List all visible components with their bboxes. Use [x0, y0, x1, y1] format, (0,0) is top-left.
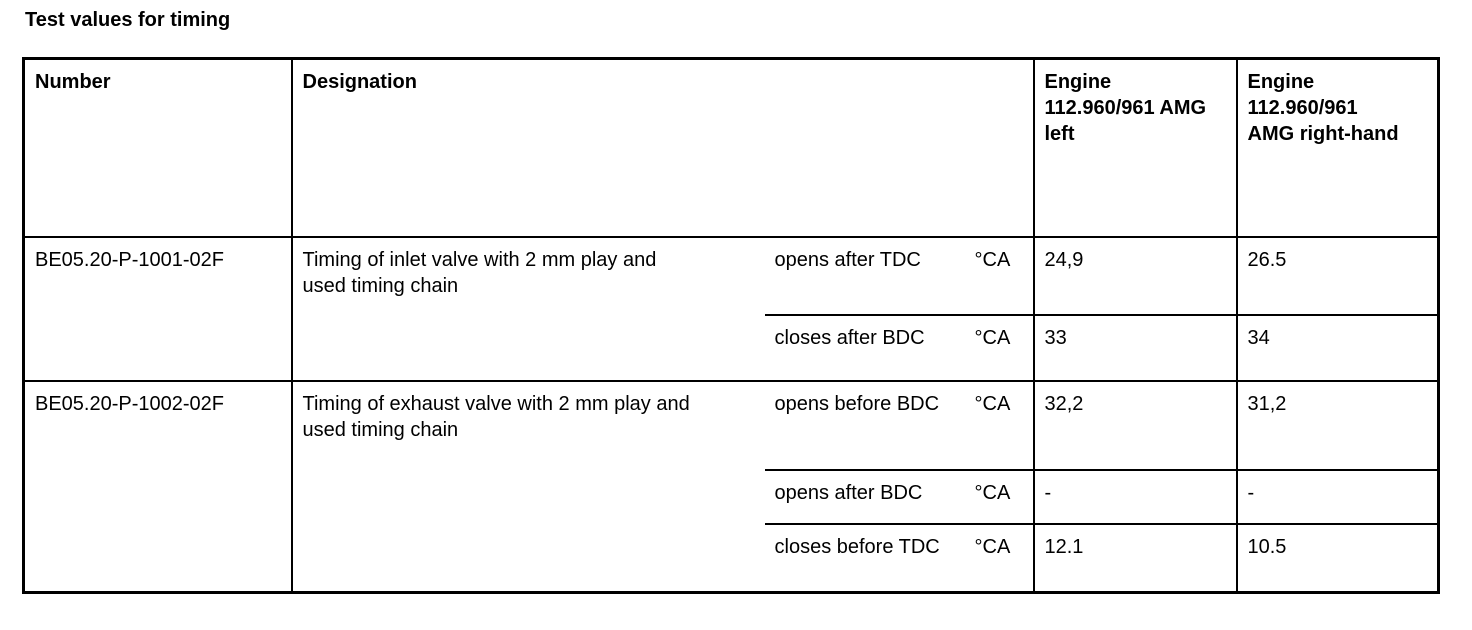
column-header-engine-right: Engine 112.960/961 AMG right-hand	[1236, 58, 1439, 238]
unit-cell: °CA	[964, 313, 1035, 381]
condition-cell: closes before TDC	[764, 522, 965, 593]
table-header-row: Number Designation Engine 112.960/961 AM…	[23, 58, 1439, 238]
value-cell-engine-right: 10.5	[1236, 522, 1439, 593]
designation-cell: Timing of exhaust valve with 2 mm play a…	[291, 379, 765, 593]
condition-cell: opens before BDC	[764, 379, 965, 470]
value-cell-engine-right: 26.5	[1236, 235, 1439, 315]
table-row: closes after BDC °CA 33 34	[24, 313, 1439, 381]
value-cell-engine-left: 32,2	[1033, 379, 1238, 470]
condition-cell: opens after TDC	[764, 235, 965, 315]
value-cell-engine-left: -	[1033, 468, 1238, 524]
unit-cell: °CA	[964, 468, 1035, 524]
unit-cell: °CA	[964, 379, 1035, 470]
designation-cell: Timing of inlet valve with 2 mm play and…	[291, 235, 765, 381]
column-header-number: Number	[23, 58, 293, 238]
table-row: BE05.20-P-1002-02F Timing of exhaust val…	[23, 379, 1439, 593]
condition-cell: closes after BDC	[764, 313, 965, 381]
column-header-designation: Designation	[291, 58, 1035, 238]
value-cell-engine-left: 33	[1033, 313, 1238, 381]
condition-cell: opens after BDC	[764, 468, 965, 524]
table-row: closes before TDC °CA 12.1 10.5	[24, 522, 1439, 593]
value-cell-engine-left: 24,9	[1033, 235, 1238, 315]
unit-cell: °CA	[964, 235, 1035, 315]
unit-cell: °CA	[964, 522, 1035, 593]
page-title: Test values for timing	[25, 9, 231, 31]
column-header-engine-left: Engine 112.960/961 AMG left	[1033, 58, 1238, 238]
number-cell: BE05.20-P-1001-02F	[23, 235, 293, 381]
table-row: BE05.20-P-1001-02F Timing of inlet valve…	[23, 235, 1439, 381]
timing-values-table: Number Designation Engine 112.960/961 AM…	[22, 57, 1440, 594]
value-cell-engine-right: 34	[1236, 313, 1439, 381]
value-cell-engine-right: 31,2	[1236, 379, 1439, 470]
value-cell-engine-right: -	[1236, 468, 1439, 524]
value-cell-engine-left: 12.1	[1033, 522, 1238, 593]
number-cell: BE05.20-P-1002-02F	[23, 379, 293, 593]
table-row: opens after BDC °CA - -	[24, 468, 1439, 524]
